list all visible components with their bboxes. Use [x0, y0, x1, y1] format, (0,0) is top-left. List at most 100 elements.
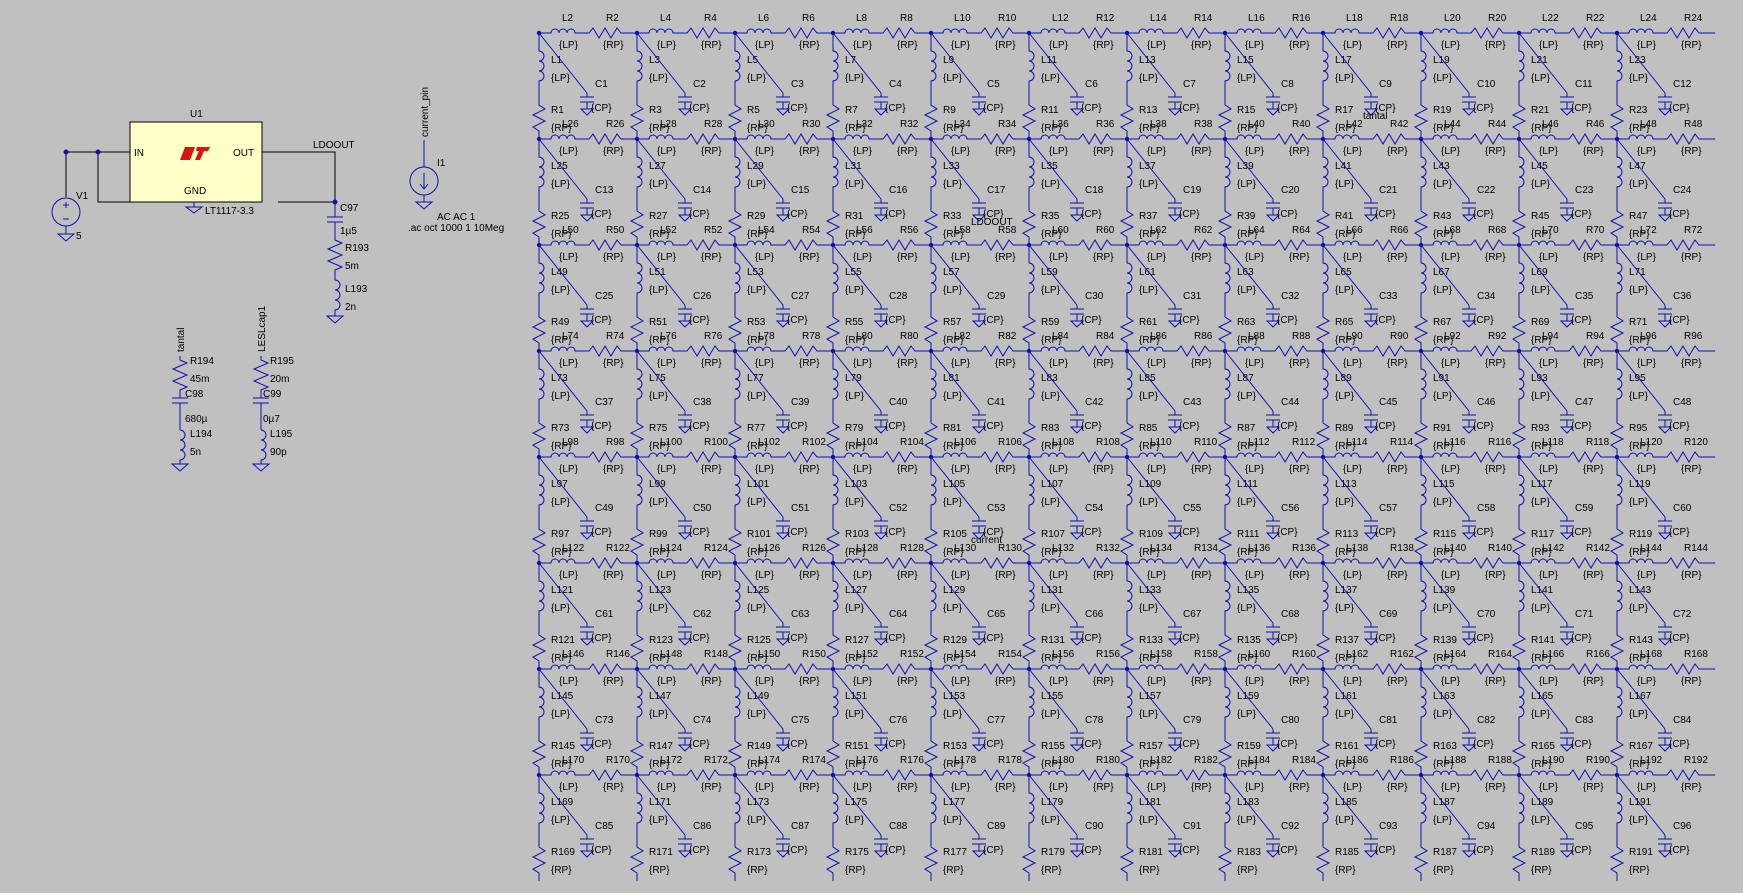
grid-resistor-value: {RP}	[1485, 146, 1506, 157]
current-source-i1[interactable]: current_pin I1 AC AC 1 .ac oct 1000 1 10…	[408, 87, 504, 234]
grid-inductor-label: L78	[758, 331, 775, 342]
grid-resistor-value: {RP}	[1629, 123, 1650, 134]
grid-inductor-label: L117	[1531, 479, 1553, 490]
grid-resistor-value: {RP}	[897, 570, 918, 581]
grid-inductor-value: {LP}	[1629, 815, 1649, 826]
grid-capacitor-label: C54	[1085, 503, 1104, 514]
grid-capacitor-label: C60	[1673, 503, 1692, 514]
grid-resistor-label: R115	[1433, 529, 1457, 540]
grid-inductor-label: L152	[856, 649, 879, 660]
grid-v-segment	[629, 245, 645, 351]
grid-inductor-label: L84	[1052, 331, 1069, 342]
grid-resistor-label: R22	[1586, 13, 1605, 24]
grid-capacitor-label: C41	[987, 397, 1006, 408]
grid-inductor-value: {LP}	[1531, 73, 1551, 84]
grid-capacitor-value: {CP}	[1277, 845, 1298, 856]
grid-v-segment	[1609, 563, 1625, 669]
grid-inductor-label: L75	[649, 373, 666, 384]
grid-inductor-label: L56	[856, 225, 873, 236]
grid-h-segment	[1225, 345, 1323, 357]
grid-junction	[1516, 666, 1522, 672]
ldo-regulator-u1[interactable]: U1 IN OUT GND LT1117-3.3	[129, 109, 263, 217]
grid-inductor-label: L97	[551, 479, 568, 490]
grid-inductor-value: {LP}	[1049, 252, 1069, 263]
grid-capacitor	[1616, 668, 1673, 752]
grid-h-segment	[931, 769, 1029, 781]
grid-resistor-value: {RP}	[1433, 229, 1454, 240]
grid-h-segment	[1421, 239, 1519, 251]
grid-capacitor-value: {CP}	[689, 421, 710, 432]
grid-inductor-value: {LP}	[845, 179, 865, 190]
grid-resistor-value: {RP}	[1191, 146, 1212, 157]
grid-capacitor-value: {CP}	[1375, 103, 1396, 114]
grid-junction	[928, 136, 934, 142]
grid-h-segment	[833, 27, 931, 39]
grid-capacitor	[1028, 244, 1085, 328]
grid-resistor-label: R183	[1237, 847, 1261, 858]
grid-h-segment	[539, 239, 637, 251]
grid-v-segment	[629, 563, 645, 669]
grid-h-segment	[1225, 557, 1323, 569]
grid-inductor-value: {LP}	[1637, 252, 1657, 263]
grid-capacitor-value: {CP}	[1571, 633, 1592, 644]
grid-inductor-label: L114	[1346, 437, 1368, 448]
grid-resistor-label: R85	[1139, 423, 1158, 434]
grid-resistor-label: R170	[606, 755, 630, 766]
grid-resistor-value: {RP}	[1289, 146, 1310, 157]
grid-inductor-label: L143	[1629, 585, 1652, 596]
grid-inductor-value: {LP}	[649, 709, 669, 720]
grid-resistor-label: R75	[649, 423, 668, 434]
grid-capacitor	[1616, 32, 1673, 116]
grid-junction	[1516, 560, 1522, 566]
grid-resistor-value: {RP}	[845, 547, 866, 558]
grid-resistor-label: R24	[1684, 13, 1703, 24]
grid-inductor-value: {LP}	[1245, 358, 1265, 369]
grid-capacitor	[832, 668, 889, 752]
grid-h-segment	[1617, 769, 1715, 781]
grid-capacitor-label: C62	[693, 609, 712, 620]
power-grid-mesh[interactable]: L2{LP}R2{RP}L1{LP}R1{RP}C1{CP}L4{LP}R4{R…	[531, 13, 1715, 881]
grid-inductor-label: L33	[943, 161, 960, 172]
grid-v-segment	[1315, 457, 1331, 563]
lescap-branch[interactable]: LESLcap1 R195 20m C99 0µ7 L195 90p	[251, 305, 294, 472]
grid-inductor-value: {LP}	[657, 358, 677, 369]
grid-inductor-value: {LP}	[951, 464, 971, 475]
grid-capacitor-label: C27	[791, 291, 810, 302]
voltage-source-v1[interactable]: V1 5	[51, 152, 89, 242]
grid-resistor-label: R19	[1433, 105, 1452, 116]
grid-inductor-label: L18	[1346, 13, 1363, 24]
grid-capacitor	[1224, 562, 1281, 646]
grid-inductor-label: L71	[1629, 267, 1646, 278]
grid-inductor-label: L4	[660, 13, 672, 24]
ldo-output-network[interactable]: C97 1µ5 R193 5m L193 2n	[325, 202, 369, 324]
grid-capacitor	[734, 244, 791, 328]
grid-inductor-label: L89	[1335, 373, 1352, 384]
grid-inductor-value: {LP}	[551, 603, 571, 614]
grid-h-segment	[1421, 27, 1519, 39]
grid-inductor-value: {LP}	[1343, 782, 1363, 793]
grid-inductor-value: {LP}	[747, 73, 767, 84]
grid-h-segment	[539, 557, 637, 569]
grid-resistor-value: {RP}	[995, 570, 1016, 581]
grid-inductor-label: L11	[1041, 55, 1057, 66]
grid-v-segment	[825, 245, 841, 351]
grid-junction	[1026, 136, 1032, 142]
grid-junction	[1320, 666, 1326, 672]
grid-capacitor-label: C68	[1281, 609, 1300, 620]
grid-resistor-value: {RP}	[1191, 570, 1212, 581]
grid-h-segment	[637, 345, 735, 357]
grid-v-segment	[923, 351, 939, 457]
grid-capacitor-value: {CP}	[787, 633, 808, 644]
grid-junction	[634, 560, 640, 566]
grid-resistor-label: R144	[1684, 543, 1708, 554]
grid-inductor-label: L136	[1248, 543, 1271, 554]
grid-resistor-label: R149	[747, 741, 771, 752]
grid-resistor-value: {RP}	[701, 464, 722, 475]
tantal-branch[interactable]: tantal R194 45m C98 680µ L194 5n	[170, 328, 214, 472]
grid-capacitor	[636, 456, 693, 540]
grid-h-segment	[735, 239, 833, 251]
grid-capacitor-value: {CP}	[1669, 103, 1690, 114]
grid-junction	[1418, 242, 1424, 248]
grid-resistor-value: {RP}	[995, 252, 1016, 263]
grid-junction	[1516, 772, 1522, 778]
